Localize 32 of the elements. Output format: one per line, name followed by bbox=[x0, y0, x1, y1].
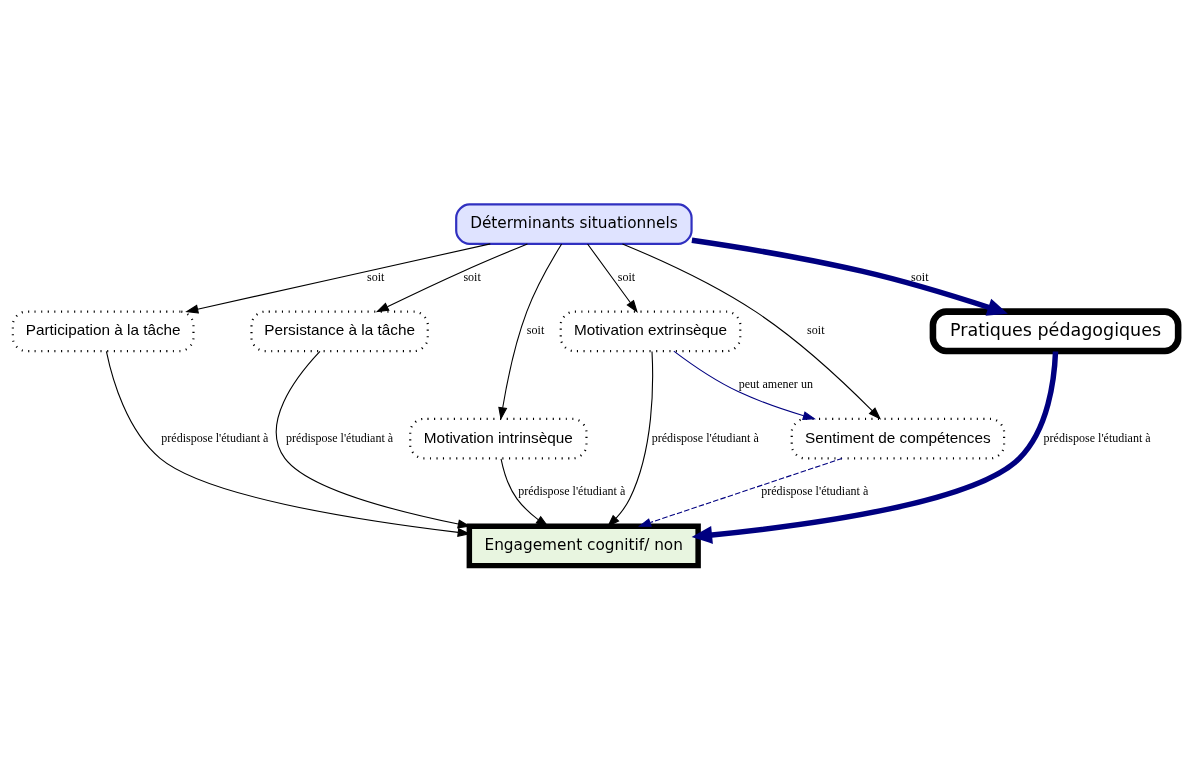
node-box: Participation à la tâche bbox=[11, 310, 195, 352]
edge-label: soit bbox=[367, 269, 385, 284]
arrow bbox=[691, 350, 1059, 544]
arrow bbox=[500, 457, 549, 527]
node-box: Engagement cognitif/ non bbox=[466, 522, 701, 568]
edge-label: soit bbox=[617, 269, 636, 284]
arrow bbox=[606, 350, 654, 527]
arrow bbox=[498, 243, 563, 420]
arrow bbox=[673, 350, 816, 420]
edge-label: soit bbox=[463, 269, 481, 284]
arrow bbox=[587, 242, 638, 313]
arrow bbox=[185, 242, 491, 314]
node-box: Motivation extrinsèque bbox=[559, 310, 742, 352]
node-box: Déterminants situationnels bbox=[455, 202, 693, 245]
node-box: Sentiment de compétences bbox=[790, 417, 1006, 459]
arrow bbox=[691, 237, 1008, 316]
edge-label: prédispose l'étudiant à bbox=[286, 430, 394, 445]
edge-label: soit bbox=[526, 322, 545, 337]
edge-label: soit bbox=[807, 322, 825, 337]
arrow bbox=[638, 457, 843, 527]
edge-label: prédispose l'étudiant à bbox=[1043, 430, 1151, 445]
edge-label: prédispose l'étudiant à bbox=[161, 430, 269, 445]
node-box: Pratiques pédagogiques bbox=[929, 307, 1182, 354]
arrow bbox=[375, 242, 528, 312]
edge-label: prédispose l'étudiant à bbox=[761, 483, 869, 498]
edge-label: peut amener un bbox=[738, 376, 813, 391]
arrow bbox=[621, 242, 882, 420]
node-box: Motivation intrinsèque bbox=[409, 417, 588, 459]
edge-label: prédispose l'étudiant à bbox=[518, 483, 626, 498]
edge-label: soit bbox=[911, 269, 929, 284]
node-box: Persistance à la tâche bbox=[250, 310, 429, 352]
edge-label: prédispose l'étudiant à bbox=[651, 430, 759, 445]
